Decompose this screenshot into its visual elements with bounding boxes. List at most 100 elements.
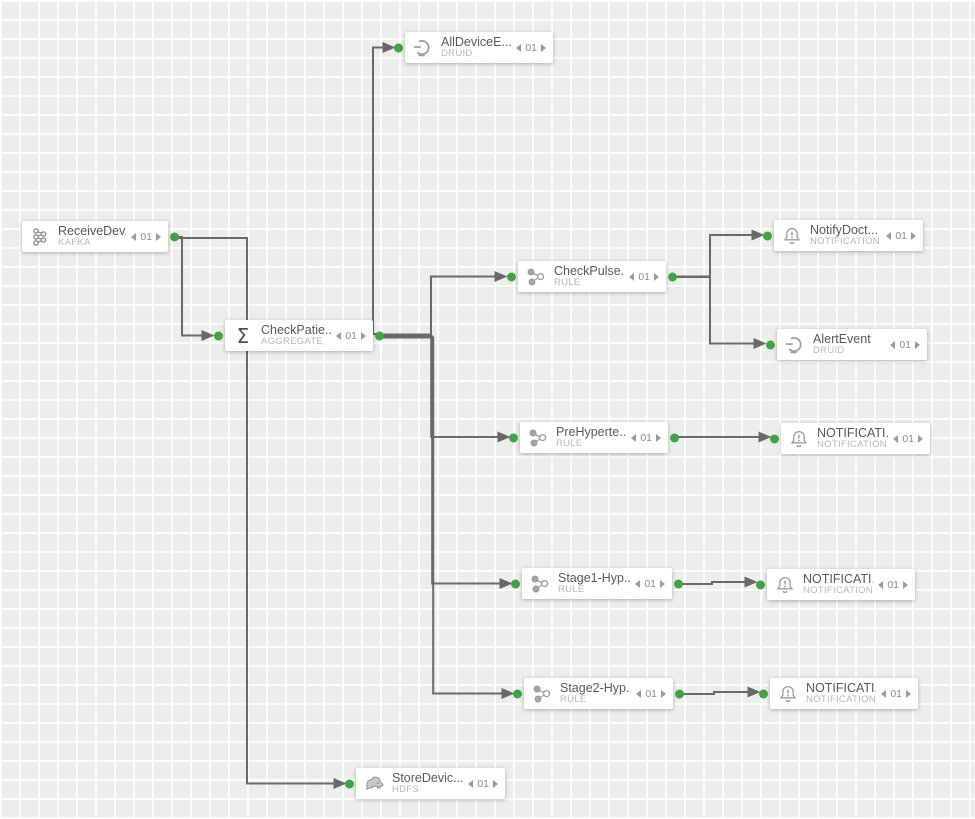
prev-version-icon[interactable] [878,580,884,589]
version-badge: 01 [886,230,916,242]
node-notify-doctor[interactable]: NotifyDoct... NOTIFICATION 01 [763,220,923,251]
input-port[interactable] [511,579,520,588]
prev-version-icon[interactable] [516,43,522,52]
version-label: 01 [645,687,657,700]
input-port[interactable] [513,689,522,698]
notification-bell-icon [777,683,799,704]
node-title: NOTIFICATI... [806,681,876,695]
input-port[interactable] [759,689,768,698]
input-port[interactable] [345,779,354,788]
prev-version-icon[interactable] [336,331,342,340]
prev-version-icon[interactable] [886,231,892,240]
input-port[interactable] [770,434,779,443]
output-port[interactable] [675,689,684,698]
edge-check-patient-to-check-pulse[interactable] [382,271,508,336]
node-title: Stage2-Hyp... [560,681,632,695]
version-badge: 01 [878,579,908,591]
node-check-patient[interactable]: Σ CheckPatie... AGGREGATE 01 [214,320,384,351]
prev-version-icon[interactable] [893,434,899,443]
prev-version-icon[interactable] [890,340,896,349]
version-badge: 01 [336,330,366,342]
node-subtitle: HDFS [392,784,420,796]
version-label: 01 [644,577,656,590]
notification-bell-icon [788,428,810,449]
rule-icon [527,427,549,448]
prev-version-icon[interactable] [629,272,635,281]
version-badge: 01 [468,778,498,790]
node-pre-hypertensive[interactable]: PreHyperte... RULE 01 [509,422,679,453]
node-receive-device[interactable]: ReceiveDev... KAFKA 01 [22,221,179,252]
next-version-icon[interactable] [541,43,546,52]
node-check-pulse[interactable]: CheckPulse... RULE 01 [507,261,677,292]
node-title: Stage1-Hyp... [558,571,631,585]
edge-check-pulse-to-alert-event[interactable] [675,276,767,349]
input-port[interactable] [763,231,772,240]
node-notification-2[interactable]: NOTIFICATI... NOTIFICATION 01 [756,569,915,600]
next-version-icon[interactable] [906,689,911,698]
version-badge: 01 [636,688,666,700]
notification-bell-icon [774,574,796,595]
version-badge: 01 [635,578,665,590]
kafka-icon [29,226,51,247]
next-version-icon[interactable] [156,232,161,241]
next-version-icon[interactable] [915,340,920,349]
notification-bell-icon [781,225,803,246]
rule-icon [525,266,547,287]
prev-version-icon[interactable] [881,689,887,698]
node-subtitle: RULE [560,694,587,706]
input-port[interactable] [756,580,765,589]
node-notification-3[interactable]: NOTIFICATI... NOTIFICATION 01 [759,678,918,709]
edge-check-patient-to-all-device-events[interactable] [372,42,396,335]
node-title: CheckPulse... [554,264,625,278]
node-all-device-events[interactable]: AllDeviceE... DRUID 01 [394,32,553,63]
output-port[interactable] [668,272,677,281]
next-version-icon[interactable] [361,331,366,340]
prev-version-icon[interactable] [636,689,642,698]
output-port[interactable] [670,433,679,442]
node-stage1-hypertension[interactable]: Stage1-Hyp... RULE 01 [511,568,683,599]
edge-stage2-hypertension-to-notification-3[interactable] [682,686,761,698]
version-label: 01 [895,229,907,242]
edge-receive-device-to-check-patient[interactable] [174,236,215,341]
edge-receive-device-to-store-device[interactable] [174,237,347,789]
node-subtitle: NOTIFICATION [817,439,887,451]
next-version-icon[interactable] [660,579,665,588]
output-port[interactable] [375,331,384,340]
input-port[interactable] [766,340,775,349]
next-version-icon[interactable] [656,433,661,442]
node-notification-1[interactable]: NOTIFICATI... NOTIFICATION 01 [770,423,930,454]
output-port[interactable] [674,579,683,588]
next-version-icon[interactable] [903,580,908,589]
node-title: NOTIFICATI... [817,426,889,440]
edge-stage1-hypertension-to-notification-2[interactable] [681,576,758,588]
rule-icon [529,573,551,594]
input-port[interactable] [509,433,518,442]
next-version-icon[interactable] [661,689,666,698]
next-version-icon[interactable] [911,231,916,240]
input-port[interactable] [507,272,516,281]
next-version-icon[interactable] [493,779,498,788]
version-label: 01 [899,338,911,351]
edge-check-pulse-to-notify-doctor[interactable] [675,229,765,278]
node-stage2-hypertension[interactable]: Stage2-Hyp... RULE 01 [513,678,684,709]
prev-version-icon[interactable] [131,232,137,241]
prev-version-icon[interactable] [631,433,637,442]
output-port[interactable] [170,232,179,241]
prev-version-icon[interactable] [468,779,474,788]
node-alert-event[interactable]: AlertEvent DRUID 01 [766,329,927,360]
edge-check-patient-to-stage2-hypertension[interactable] [382,336,515,699]
edge-check-patient-to-pre-hypertensive[interactable] [382,334,511,443]
node-subtitle: DRUID [813,345,845,357]
input-port[interactable] [394,43,403,52]
node-title: StoreDevic... [392,771,464,785]
druid-icon [784,334,806,355]
node-store-device[interactable]: StoreDevic... HDFS 01 [345,768,505,799]
edge-check-patient-to-stage1-hypertension[interactable] [382,335,513,589]
node-subtitle: RULE [554,277,581,289]
next-version-icon[interactable] [918,434,923,443]
prev-version-icon[interactable] [635,579,641,588]
input-port[interactable] [214,331,223,340]
next-version-icon[interactable] [654,272,659,281]
version-badge: 01 [890,339,920,351]
